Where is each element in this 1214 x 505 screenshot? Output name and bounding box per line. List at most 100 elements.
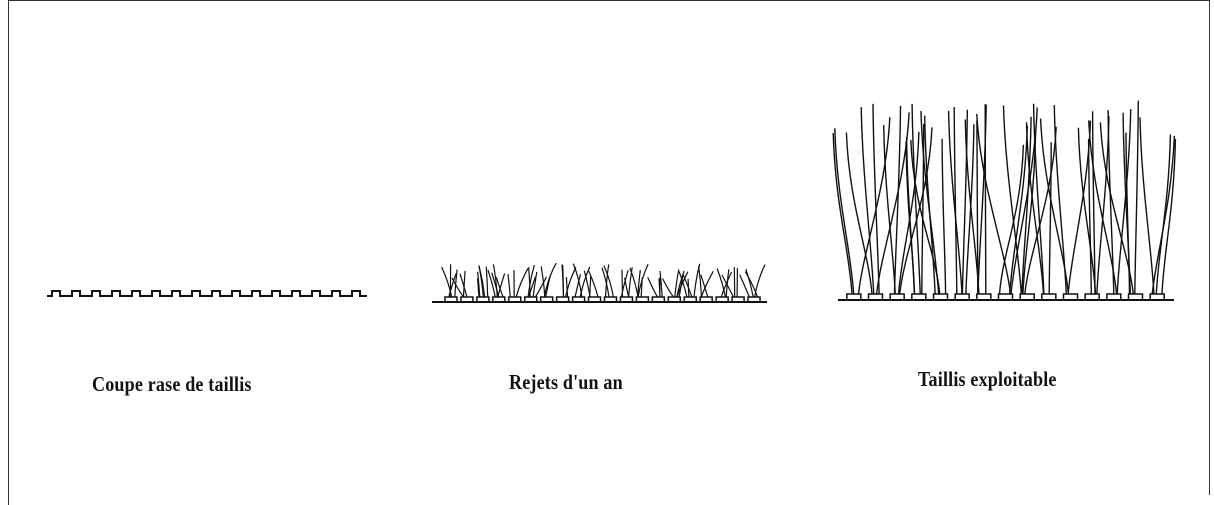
coppice-stem — [883, 124, 896, 295]
stump — [587, 296, 602, 302]
sprout-stem — [477, 271, 481, 298]
sprout-stem — [662, 278, 675, 298]
coppice-stem — [1088, 120, 1118, 295]
coppice-stem — [1025, 122, 1045, 295]
one-year-sprouts — [432, 262, 767, 303]
sprout-stem — [658, 278, 661, 298]
coppice-stem — [1039, 118, 1070, 295]
coppice-stem — [1134, 100, 1139, 295]
coppice-stem — [1053, 105, 1067, 295]
stump — [747, 296, 761, 302]
coppice-stem — [893, 105, 902, 295]
coppice-stem — [1009, 125, 1028, 295]
sprout-stem — [543, 262, 557, 298]
sprout-stem — [562, 264, 565, 298]
coppice-stem — [964, 119, 980, 295]
sprout-stem — [721, 274, 734, 298]
sprout-stem — [565, 266, 577, 298]
coppice-stem — [910, 139, 941, 295]
stump — [571, 296, 586, 302]
sprout-stem — [678, 271, 688, 298]
sprout-stem — [604, 264, 610, 298]
caption-clear-cut: Coupe rase de taillis — [92, 372, 252, 396]
coppice-stem — [976, 113, 1012, 295]
sprout-stem — [720, 271, 733, 298]
stump — [1041, 293, 1057, 300]
sprout-stem — [687, 278, 690, 298]
coppice-stem — [1002, 105, 1022, 295]
coppice-stem — [1161, 138, 1177, 295]
coppice-stem — [1048, 142, 1052, 295]
stump — [1149, 293, 1165, 300]
stump — [867, 293, 884, 300]
coppice-stem — [1107, 110, 1115, 295]
sprout-stem — [462, 270, 466, 298]
coppice-stem — [924, 115, 936, 295]
coppice-stem — [1151, 135, 1176, 295]
sprout-stem — [629, 267, 639, 298]
stump — [651, 296, 666, 302]
sprout-stem — [527, 276, 536, 298]
sprout-stem — [579, 266, 591, 298]
sprout-stem — [739, 274, 750, 298]
sprout-stem — [640, 277, 643, 298]
stump — [555, 296, 570, 302]
coppice-stem — [941, 138, 947, 295]
caption-one-year-sprouts: Rejets d'un an — [509, 370, 623, 394]
coppice-stem — [832, 132, 853, 295]
sprout-stem — [478, 265, 484, 298]
mature-coppice — [832, 100, 1177, 301]
sprout-stem — [744, 271, 759, 298]
coppice-stem — [1021, 116, 1032, 295]
stump — [699, 296, 713, 302]
sprout-stem — [448, 273, 457, 298]
stump — [603, 296, 618, 302]
stump-profile — [47, 290, 367, 297]
sprout-stem — [745, 269, 754, 298]
sprout-stem — [624, 277, 630, 298]
stump — [997, 293, 1014, 300]
stump — [715, 296, 729, 302]
coppice-stem — [1077, 127, 1097, 295]
sprout-stem — [528, 267, 531, 298]
sprout-stem — [515, 267, 529, 298]
stump — [889, 293, 905, 300]
stump — [1062, 293, 1079, 300]
stump — [683, 296, 697, 302]
stump — [1084, 293, 1100, 300]
coppice-stem — [1091, 111, 1096, 295]
sprout-stem — [572, 263, 583, 298]
caption-harvestable-coppice: Taillis exploitable — [918, 367, 1057, 391]
coppice-stem — [965, 124, 975, 295]
coppice-stem — [1139, 117, 1155, 295]
coppice-stem — [1096, 116, 1110, 295]
coppice-stem — [1032, 103, 1045, 295]
stump — [635, 296, 650, 302]
stump — [539, 296, 554, 302]
sprout-stem — [620, 270, 629, 298]
coppice-stem — [977, 104, 987, 295]
sprout-stem — [497, 273, 506, 298]
sprout-stem — [676, 270, 685, 298]
coppice-stem — [1125, 132, 1131, 295]
sprout-stem — [674, 269, 680, 298]
sprout-stem — [441, 266, 453, 298]
stump — [846, 293, 862, 300]
sprout-stem — [583, 270, 591, 298]
stump — [954, 293, 970, 300]
stump — [731, 296, 745, 302]
stump — [932, 293, 949, 300]
sprout-stem — [754, 264, 766, 298]
sprout-stem — [534, 276, 548, 298]
sprout-stem — [532, 271, 538, 298]
coppice-stem — [905, 141, 916, 295]
clear-cut-stumps — [47, 290, 367, 297]
stump — [911, 293, 927, 300]
sprout-stem — [487, 270, 496, 298]
sprout-stem — [451, 277, 465, 298]
coppice-stem — [998, 144, 1025, 295]
sprout-stem — [637, 269, 641, 298]
sprout-stem — [698, 265, 703, 298]
sprout-stem — [700, 270, 714, 298]
